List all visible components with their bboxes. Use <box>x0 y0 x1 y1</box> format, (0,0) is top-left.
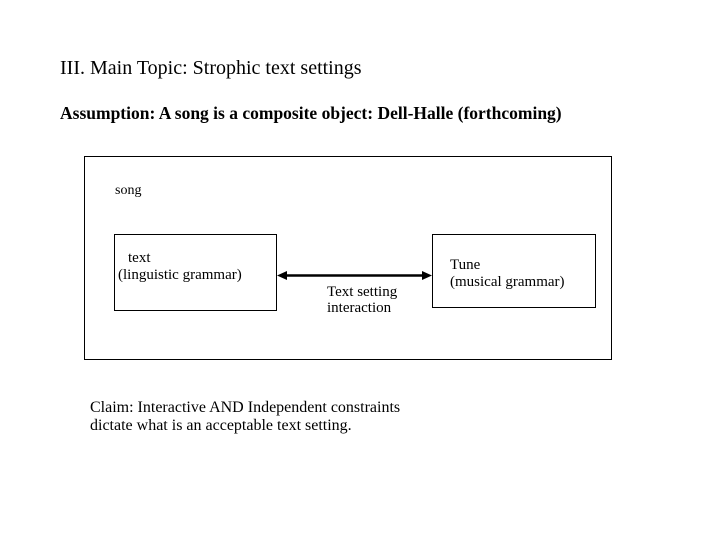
interaction-label: Text setting interaction <box>327 284 398 316</box>
song-label: song <box>115 183 142 198</box>
text-grammar-box: text (linguistic grammar) <box>114 234 277 311</box>
tune-grammar-box: Tune (musical grammar) <box>432 234 596 308</box>
assumption-text: Assumption: A song is a composite object… <box>60 103 562 123</box>
slide-title: III. Main Topic: Strophic text settings <box>60 57 362 79</box>
claim-line2: dictate what is an acceptable text setti… <box>90 416 352 434</box>
text-box-line1: text <box>128 250 151 266</box>
claim-line1: Claim: Interactive AND Independent const… <box>90 399 401 416</box>
tune-box-line1: Tune <box>450 257 481 273</box>
interaction-label-line1: Text setting <box>327 284 398 300</box>
tune-box-line2: (musical grammar) <box>450 274 565 290</box>
text-box-line2: (linguistic grammar) <box>118 267 242 283</box>
double-arrow-icon <box>277 271 432 280</box>
claim-text: Claim: Interactive AND Independent const… <box>90 399 400 434</box>
interaction-label-line2: interaction <box>327 299 392 316</box>
